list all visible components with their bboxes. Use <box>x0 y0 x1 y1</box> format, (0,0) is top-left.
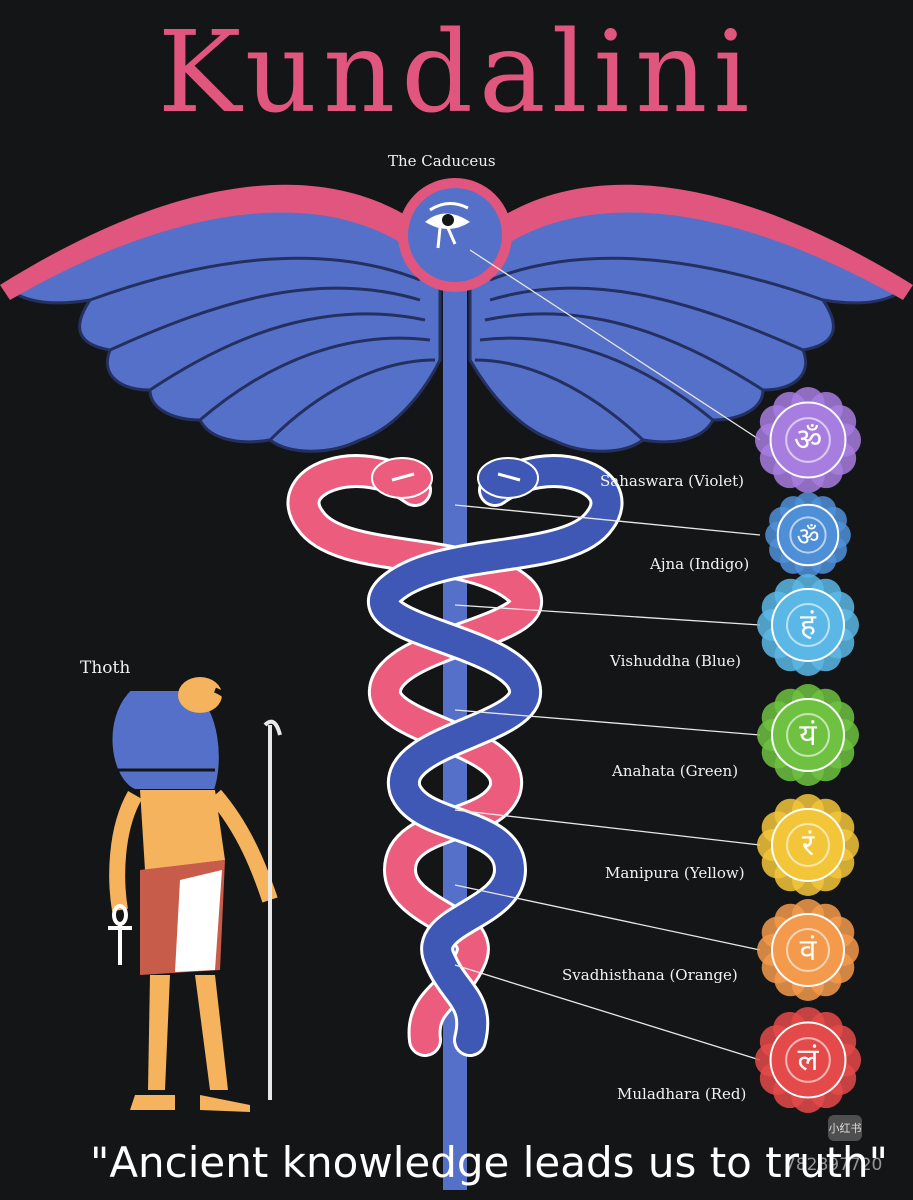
chakra-manipura-icon: रं <box>757 794 859 896</box>
chakra-label-svadhisthana: Svadhisthana (Orange) <box>562 966 738 984</box>
watermark-logo: 小红书 <box>828 1115 862 1141</box>
chakra-ajna-symbol: ॐ <box>797 522 820 551</box>
chakra-muladhara-icon: लं <box>754 1006 862 1114</box>
chakra-anahata-symbol: यं <box>799 718 817 753</box>
caduceus-label: The Caduceus <box>388 152 496 170</box>
chakra-label-manipura: Manipura (Yellow) <box>605 864 745 882</box>
chakra-ajna-icon: ॐ <box>765 492 851 578</box>
chakra-muladhara-symbol: लं <box>797 1042 819 1078</box>
chakra-label-muladhara: Muladhara (Red) <box>617 1085 747 1103</box>
chakra-sahaswara-icon: ॐ <box>754 386 862 494</box>
chakra-label-ajna: Ajna (Indigo) <box>650 555 750 573</box>
chakra-svadhisthana-icon: वं <box>757 899 859 1001</box>
chakra-vishuddha-icon: हं <box>757 574 859 676</box>
chakra-column: ॐ ॐ हं यं रं वं लं <box>754 386 862 1114</box>
quote-text: "Ancient knowledge leads us to truth" <box>90 1138 888 1187</box>
chakra-label-vishuddha: Vishuddha (Blue) <box>610 652 742 670</box>
ankh-icon <box>108 904 132 965</box>
chakra-sahaswara-symbol: ॐ <box>794 422 822 458</box>
chakra-connectors <box>454 249 761 1061</box>
chakra-vishuddha-symbol: हं <box>800 608 817 643</box>
left-wing <box>0 184 442 453</box>
watermark-id: 782897720 <box>785 1155 883 1175</box>
blue-serpent <box>367 454 624 1057</box>
chakra-label-sahaswara: Sahaswara (Violet) <box>600 472 744 490</box>
chakra-label-anahata: Anahata (Green) <box>612 762 739 780</box>
thoth-figure <box>108 677 282 1112</box>
chakra-manipura-symbol: रं <box>802 828 815 863</box>
eye-orb <box>398 178 512 292</box>
chakra-anahata-icon: यं <box>757 684 859 786</box>
chakra-svadhisthana-symbol: वं <box>800 933 818 968</box>
page-title: Kundalini <box>157 8 756 138</box>
right-wing <box>468 184 913 453</box>
thoth-label: Thoth <box>80 658 131 678</box>
